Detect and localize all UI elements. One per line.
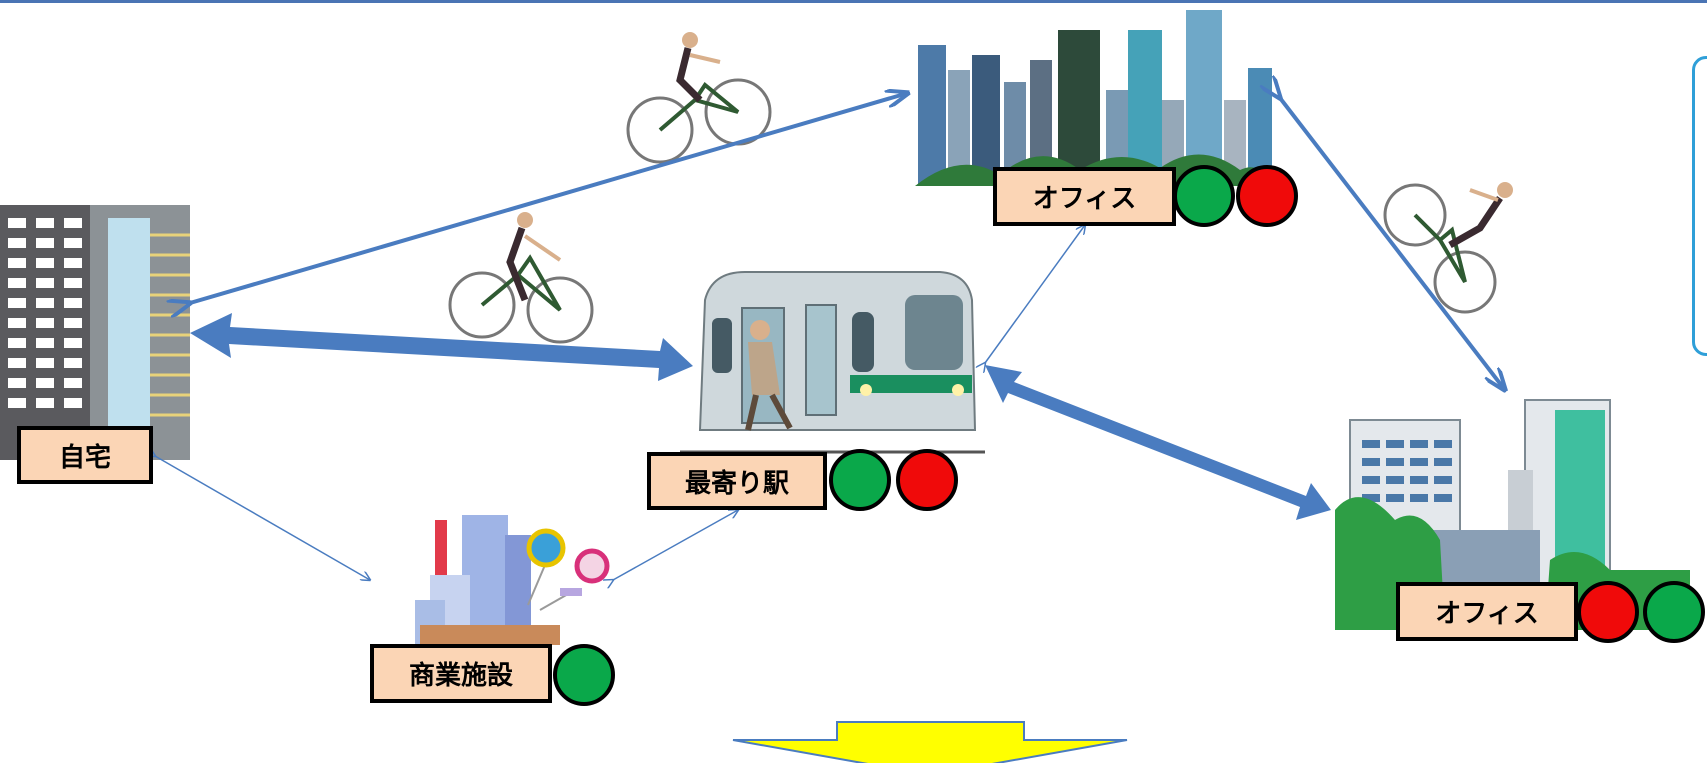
arrow-commercial-station xyxy=(613,510,738,580)
status-dot-red xyxy=(1236,165,1298,227)
side-panel-edge xyxy=(1692,56,1707,356)
status-dot-green xyxy=(1173,165,1235,227)
home-building-illustration xyxy=(0,205,190,460)
arrow-home-station xyxy=(190,313,693,381)
status-dots-station xyxy=(829,449,958,511)
status-dot-green xyxy=(553,644,615,706)
arrow-home-commercial xyxy=(155,456,370,580)
train-illustration xyxy=(680,271,985,454)
status-dot-green xyxy=(1643,581,1705,643)
label-office-top: オフィス xyxy=(993,167,1176,226)
arrow-station-office-right xyxy=(985,365,1331,520)
office-skyline-illustration xyxy=(915,10,1275,186)
arrow-station-office-top xyxy=(985,225,1085,363)
status-dot-red xyxy=(896,449,958,511)
cyclist-icon-1 xyxy=(626,32,772,164)
down-arrow-icon xyxy=(732,721,1128,763)
commercial-facility-illustration xyxy=(415,515,610,645)
status-dot-green xyxy=(829,449,891,511)
cyclist-icon-2 xyxy=(448,212,594,344)
status-dots-office-top xyxy=(1173,165,1298,227)
status-dots-office-right xyxy=(1577,581,1705,643)
label-home: 自宅 xyxy=(17,426,153,484)
arrow-office-top-office-right xyxy=(1280,98,1505,390)
status-dots-commercial xyxy=(553,644,615,706)
label-office-right: オフィス xyxy=(1396,582,1578,641)
label-station: 最寄り駅 xyxy=(647,452,827,510)
status-dot-red xyxy=(1577,581,1639,643)
top-border-line xyxy=(0,0,1707,3)
cyclist-icon-3 xyxy=(1383,182,1513,314)
label-commercial: 商業施設 xyxy=(370,644,552,703)
arrow-home-office-top xyxy=(190,93,908,303)
